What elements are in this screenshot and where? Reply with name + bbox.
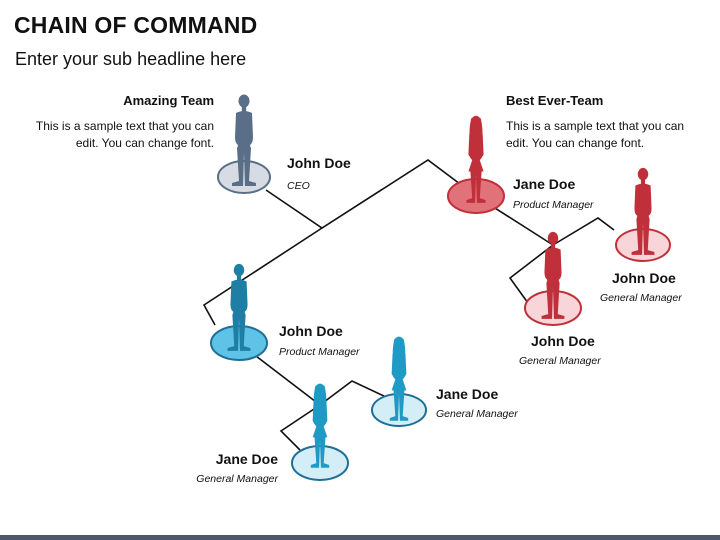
footer-bar [0,535,720,540]
disc-red-gm-right [615,228,671,262]
disc-blue-gm-left [291,445,349,481]
person-name: John Doe [279,323,343,339]
person-role: General Manager [196,473,278,485]
person-name: John Doe [531,333,595,349]
disc-blue-gm-right [371,393,427,427]
team-right-heading: Best Ever-Team [506,93,604,108]
person-role: General Manager [436,408,518,420]
person-name: Jane Doe [513,176,576,192]
person-role: Product Manager [279,346,360,358]
disc-red-product-manager [447,178,505,214]
team-left-heading: Amazing Team [123,93,214,108]
page-subtitle: Enter your sub headline here [15,49,247,69]
person-role: Product Manager [513,199,594,211]
team-right-text: This is a sample text that you can edit.… [506,118,685,151]
person-role: General Manager [519,355,601,367]
page-title: CHAIN OF COMMAND [14,12,258,38]
person-name: John Doe [612,270,676,286]
person-name: John Doe [287,155,351,171]
person-name: Jane Doe [215,451,278,467]
person-role: General Manager [600,292,682,304]
team-right-block: Best Ever-Team This is a sample text tha… [506,92,690,153]
connector-lines [202,159,615,451]
disc-red-gm-left [524,290,582,326]
disc-ceo [217,160,271,194]
team-left-block: Amazing Team This is a sample text that … [30,92,214,153]
team-left-text: This is a sample text that you can edit.… [35,118,214,151]
person-role: CEO [287,180,310,192]
disc-blue-product-manager [210,325,268,361]
person-name: Jane Doe [436,386,499,402]
